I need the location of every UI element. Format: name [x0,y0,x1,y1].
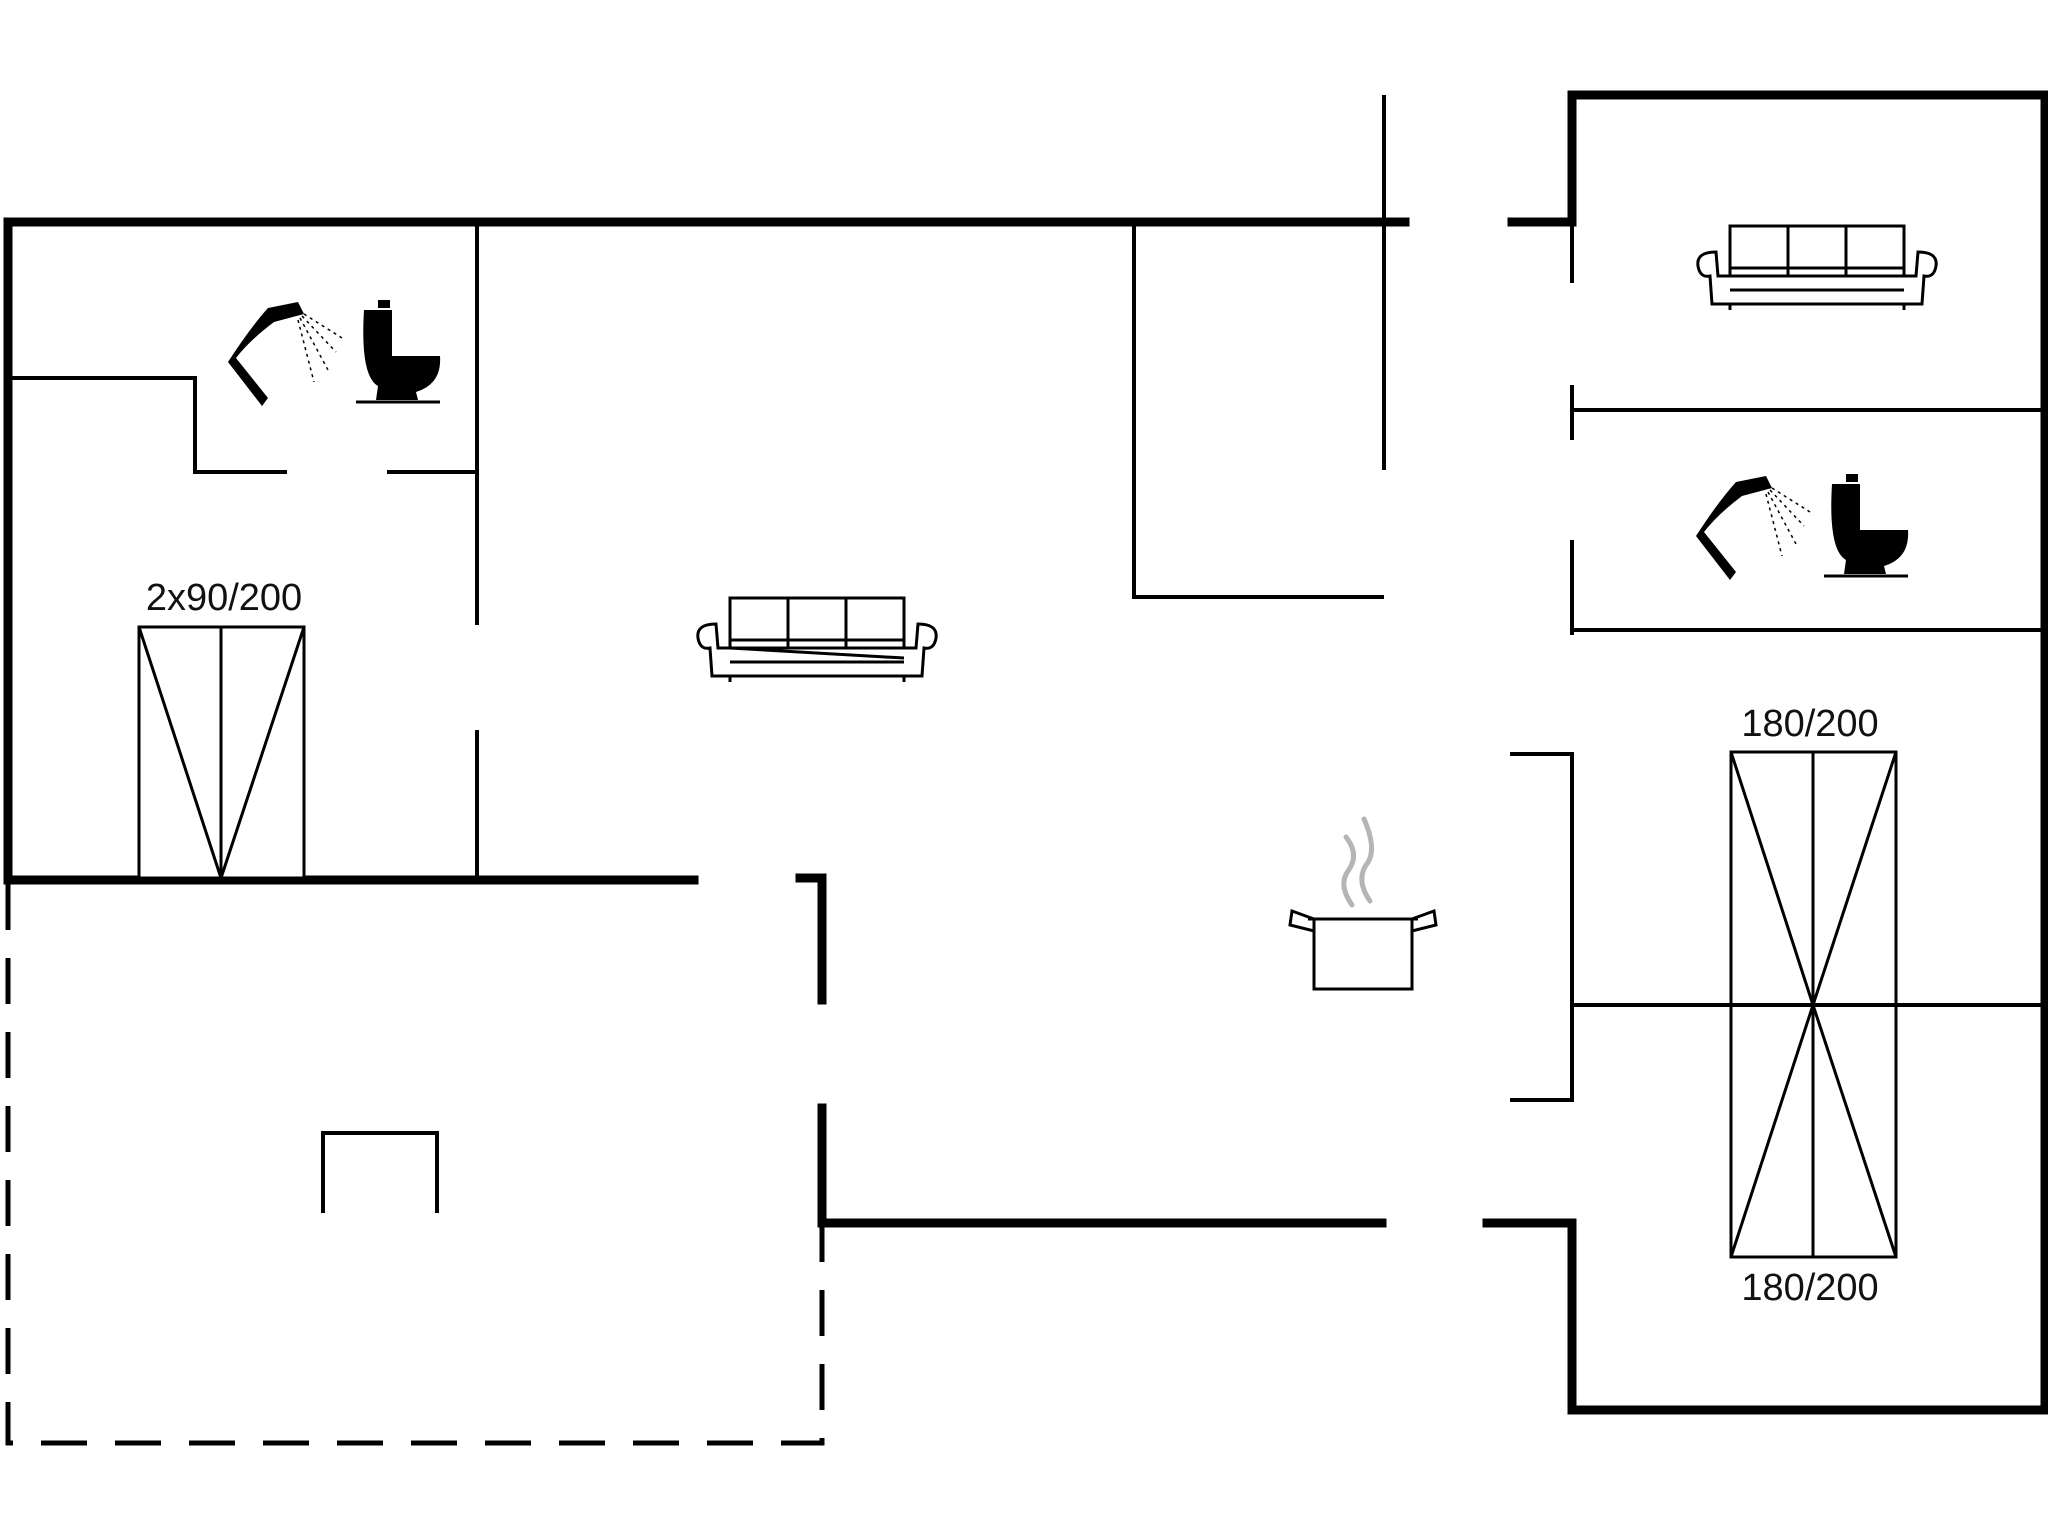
bed-size-label-twin: 2x90/200 [146,577,302,619]
toilet-icon [356,300,441,404]
table [321,1131,439,1213]
exterior-walls [3,90,2048,1415]
double-bed-top: 180/200 [1729,703,1898,1007]
twin-bed: 2x90/200 [137,577,306,880]
shower-icon [228,302,343,406]
terrace-outline [5,884,825,1446]
sofa-icon [1696,224,1938,310]
shower-icon [1696,476,1811,580]
double-bed-bottom: 180/200 [1572,1003,2043,1309]
cooking-pot-icon [1288,816,1438,991]
toilet-icon [1824,474,1909,578]
bed-size-label-bottom: 180/200 [1741,1267,1878,1309]
sofa-icon [696,596,938,682]
bed-size-label-top: 180/200 [1741,703,1878,745]
